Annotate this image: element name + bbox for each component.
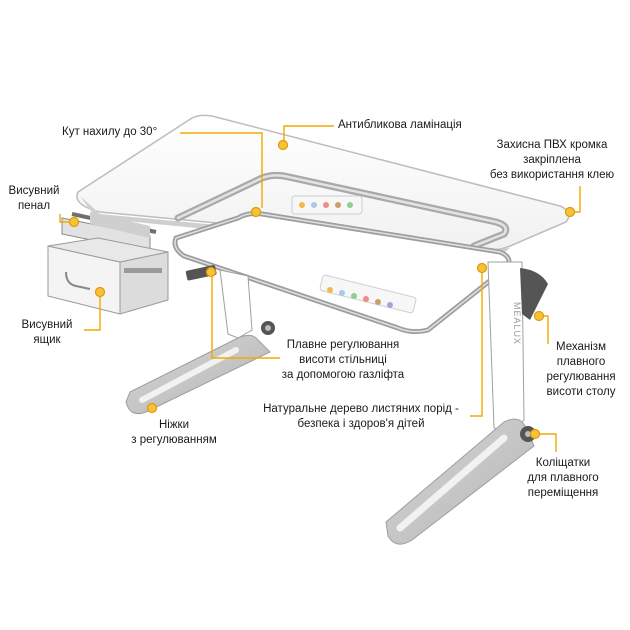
callout-pvc-edge-line-1: Захисна ПВХ кромка: [496, 139, 608, 151]
leader-wheels: [536, 433, 557, 452]
dot-tilt: [250, 206, 262, 218]
callout-wheels: Коліщатки для плавного переміщення: [512, 456, 614, 501]
dot-pvc: [564, 206, 576, 218]
callout-mechanism-line-2: плавного: [556, 356, 606, 368]
leader-pencil: [59, 214, 72, 223]
callout-wheels-line-1: Коліщатки: [535, 457, 591, 469]
callout-lamination-line-1: Антибликова ламінація: [338, 119, 462, 131]
callout-mechanism: Механізм плавного регулювання висоти сто…: [536, 340, 626, 400]
dot-lamination: [277, 139, 289, 151]
right-leg: [385, 261, 548, 545]
callout-pencil-case-line-2: пенал: [17, 200, 51, 212]
callout-wood: Натуральне дерево листяних порід - безпе…: [250, 402, 472, 432]
callout-drawer-line-1: Висувний: [21, 319, 73, 331]
callout-wood-line-1: Натуральне дерево листяних порід -: [263, 403, 459, 415]
callout-mechanism-line-4: висоти столу: [546, 386, 616, 398]
drawer: [47, 237, 169, 315]
callout-pencil-case: Висувний пенал: [4, 184, 64, 214]
callout-tilt: Кут нахилу до 30°: [62, 125, 157, 140]
callout-mechanism-line-1: Механізм: [556, 341, 606, 353]
callout-wheels-line-3: переміщення: [527, 487, 599, 499]
callout-legs-line-2: з регулюванням: [131, 434, 217, 446]
dot-legs: [146, 402, 158, 414]
callout-gas-lift-line-1: Плавне регулювання: [286, 339, 400, 351]
callout-pvc-edge: Захисна ПВХ кромка закріплена без викори…: [477, 138, 627, 183]
dot-mech: [533, 310, 545, 322]
callout-drawer-line-2: ящик: [33, 334, 61, 346]
callout-mechanism-line-3: регулювання: [546, 371, 616, 383]
callout-lamination: Антибликова ламінація: [338, 118, 462, 133]
dot-drawer: [94, 286, 106, 298]
dot-gas: [205, 266, 217, 278]
callout-drawer: Висувний ящик: [14, 318, 80, 348]
brand-logo: MEALUX: [512, 302, 522, 345]
callout-tilt-line-1: Кут нахилу до 30°: [62, 126, 158, 138]
callout-dots: [68, 139, 576, 440]
dot-pencil: [68, 216, 80, 228]
dot-wood: [476, 262, 488, 274]
leader-gas: [211, 270, 280, 359]
leader-lines: [59, 125, 581, 452]
callout-legs-line-1: Ніжки: [158, 419, 189, 431]
callout-wheels-line-2: для плавного: [527, 472, 599, 484]
leader-drawer: [84, 294, 101, 331]
leader-tilt: [180, 132, 263, 208]
callout-gas-lift-line-2: висоти стільниці: [299, 354, 387, 366]
leader-wood: [470, 270, 483, 417]
callout-wood-line-2: безпека і здоров'я дітей: [297, 418, 425, 430]
callout-pvc-edge-line-2: закріплена: [523, 154, 581, 166]
callout-gas-lift-line-3: за допомогою газліфта: [281, 369, 405, 381]
callout-pencil-case-line-1: Висувний: [8, 185, 60, 197]
callout-legs: Ніжки з регулюванням: [122, 418, 226, 448]
callout-gas-lift: Плавне регулювання висоти стільниці за д…: [274, 338, 412, 383]
callout-pvc-edge-line-3: без використання клею: [489, 169, 615, 181]
leader-lamination: [283, 125, 334, 142]
frame-rail: [174, 171, 510, 250]
dot-wheels: [529, 428, 541, 440]
